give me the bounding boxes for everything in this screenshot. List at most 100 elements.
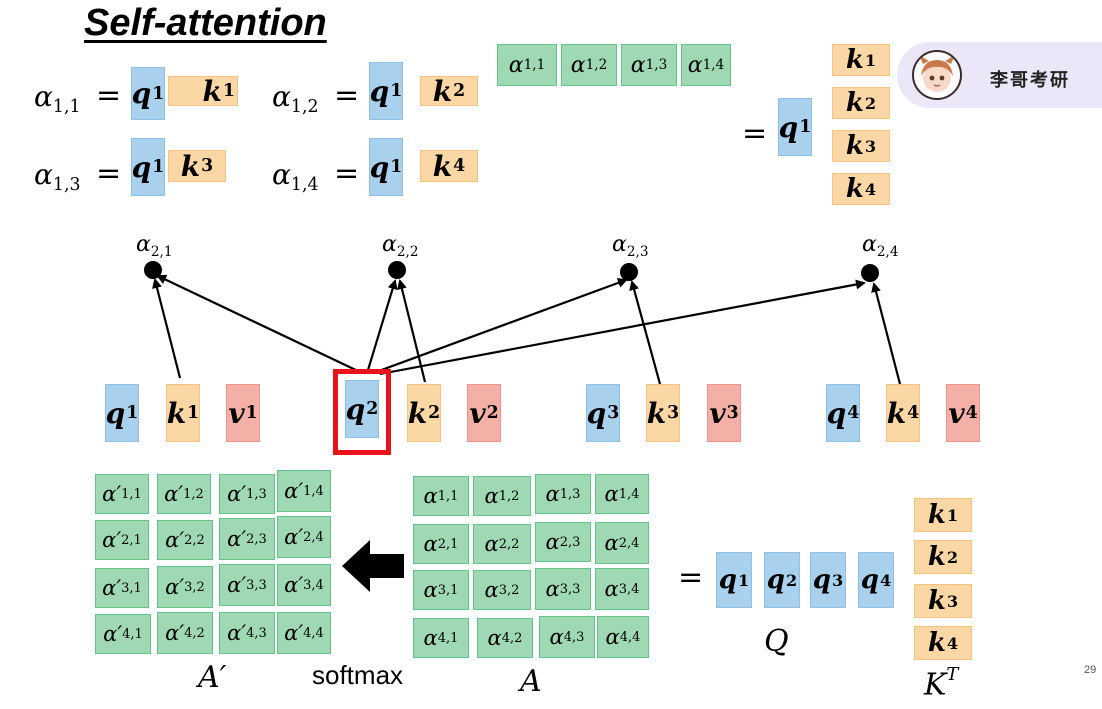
label-a-prime: A′ [198,660,227,695]
softmax-arrow [342,540,404,592]
page-number: 29 [1084,664,1097,676]
eq-alpha-1-2: α1,2 [272,80,319,118]
highlight-q2-box [333,369,391,455]
alpha-prime-cell: α′4,4 [277,612,331,654]
eq-equals: = [742,116,768,151]
slide-title: Self-attention [84,2,327,44]
alpha-prime-cell: α′3,1 [95,568,149,608]
arrow-k2-to-a22 [397,279,427,383]
arrow-q2-to-a21 [156,274,361,373]
node-a23 [620,263,638,281]
alpha-prime-cell: α′4,3 [219,612,275,654]
arrow-q2-to-a24 [379,279,866,376]
arrow-k1-to-a21 [152,278,182,379]
softmax-label: softmax [312,660,404,690]
node-label-a21: α2,1 [136,232,173,260]
alpha-prime-cell: α′3,2 [157,566,213,608]
alpha-prime-cell: α′1,2 [157,474,211,514]
node-a21 [144,261,162,279]
alpha-prime-cell: α′3,3 [219,564,275,606]
eq-equals: = [334,156,360,191]
eq-equals: = [334,78,360,113]
alpha-prime-cell: α′2,1 [95,520,149,560]
alpha-prime-cell: α′2,3 [219,518,275,560]
alpha-prime-cell: α′2,2 [157,520,213,560]
alpha-prime-cell: α′3,4 [277,564,331,606]
alpha-prime-cell: α′4,2 [157,612,213,654]
node-label-a23: α2,3 [612,232,649,260]
alpha-prime-cell: α′4,1 [95,614,151,654]
eq-alpha-1-4: α1,4 [272,158,319,196]
arrow-q2-to-a22 [366,279,398,371]
alpha-prime-cell: α′1,1 [95,474,149,514]
alpha-prime-cell: α′2,4 [277,516,331,558]
label-k-transpose: KT [924,664,959,703]
node-label-a22: α2,2 [382,232,419,260]
alpha-prime-cell: α′1,4 [277,470,331,512]
eq-equals: = [96,78,122,113]
eq-alpha-1-3: α1,3 [34,158,81,196]
node-a24 [861,264,879,282]
badge-text: 李哥考研 [990,70,1070,91]
alpha-prime-cell: α′1,3 [219,474,275,514]
arrow-q2-to-a23 [375,278,628,374]
label-a: A [520,664,542,699]
node-label-a24: α2,4 [862,232,899,260]
label-q: Q [764,624,789,659]
eq-alpha-1-1: α1,1 [34,80,81,118]
node-a22 [388,261,406,279]
eq-equals: = [96,156,122,191]
arrow-k3-to-a23 [629,280,662,385]
